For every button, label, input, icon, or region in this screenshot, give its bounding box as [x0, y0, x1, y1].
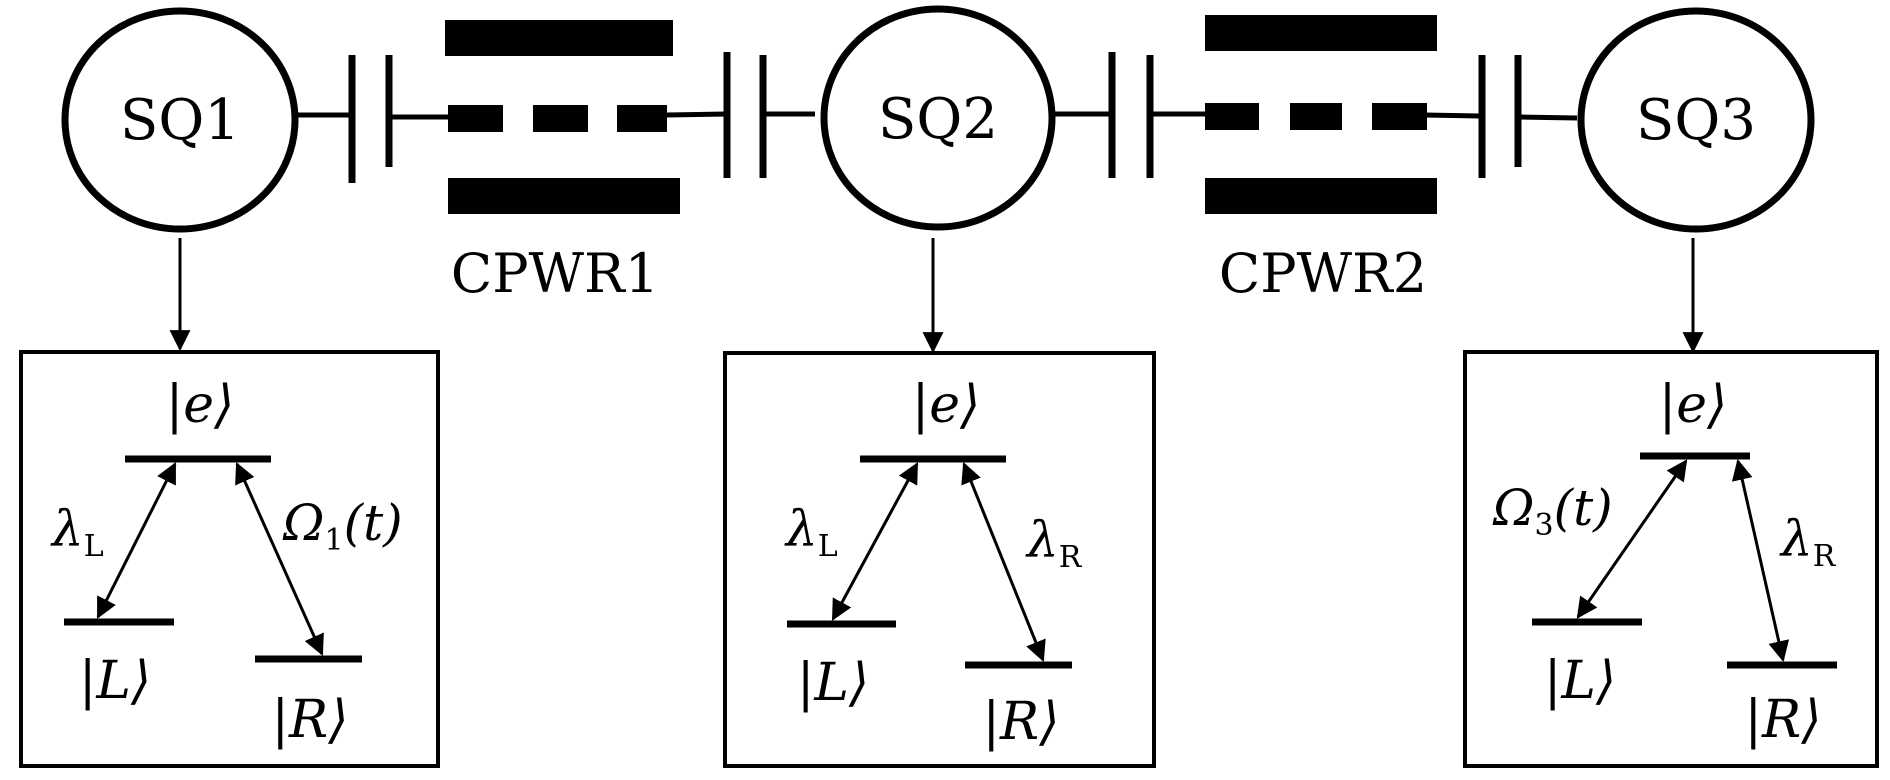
coupling-label-left: λL: [784, 500, 838, 564]
resonator-label-cpwr1: CPWR1: [451, 242, 659, 305]
capacitor-4: [1478, 55, 1522, 178]
qubit-sq2: [820, 5, 1056, 231]
transition-arrow-right: [235, 462, 324, 656]
ket-r: |R⟩: [272, 690, 349, 750]
qubit-sq3: [1577, 7, 1815, 233]
ket-r: |R⟩: [983, 692, 1060, 752]
ket-l: |L⟩: [797, 653, 869, 713]
coupling-label-right: λR: [1779, 510, 1837, 574]
ket-e: |e⟩: [1659, 375, 1728, 435]
capacitor-2: [723, 52, 767, 178]
ket-l: |L⟩: [1544, 651, 1616, 711]
ket-r: |R⟩: [1745, 690, 1822, 750]
qubit-label-sq3: SQ3: [1636, 88, 1756, 153]
level-diagram-1: |e⟩ |L⟩ |R⟩ λL Ω1(t): [50, 375, 403, 750]
transition-arrow-left: [96, 462, 177, 619]
coupling-label-left: λL: [50, 500, 104, 564]
qubit-label-sq2: SQ2: [878, 87, 998, 152]
transition-arrow-left: [831, 462, 919, 621]
resonator-label-cpwr2: CPWR2: [1219, 242, 1427, 305]
level-diagram-3: |e⟩ |L⟩ |R⟩ Ω3(t) λR: [1492, 375, 1837, 750]
resonator-cpwr2: [1205, 15, 1437, 214]
level-diagram-boxes: [19, 350, 1879, 768]
qubit-to-levels-arrows: [169, 238, 1704, 354]
coupling-label-right: λR: [1025, 511, 1083, 575]
qubit-circles: [61, 5, 1815, 233]
ket-e: |e⟩: [166, 375, 235, 435]
transition-arrow-left: [1576, 459, 1688, 619]
transition-arrow-right: [1731, 458, 1790, 663]
capacitor-1: [348, 55, 393, 183]
resonator-cpwr1: [445, 20, 680, 214]
ket-l: |L⟩: [79, 651, 151, 711]
capacitors: [348, 52, 1522, 183]
capacitor-3: [1108, 52, 1154, 178]
coupling-label-left: Ω3(t): [1492, 479, 1613, 543]
transition-arrow-right: [961, 462, 1046, 662]
coupling-wires: [297, 111, 1578, 121]
qubit-label-sq1: SQ1: [120, 88, 240, 153]
ket-e: |e⟩: [912, 375, 981, 435]
qubit-sq1: [61, 7, 299, 233]
coupling-label-right: Ω1(t): [282, 494, 403, 558]
level-diagram-2: |e⟩ |L⟩ |R⟩ λL λR: [784, 375, 1083, 752]
